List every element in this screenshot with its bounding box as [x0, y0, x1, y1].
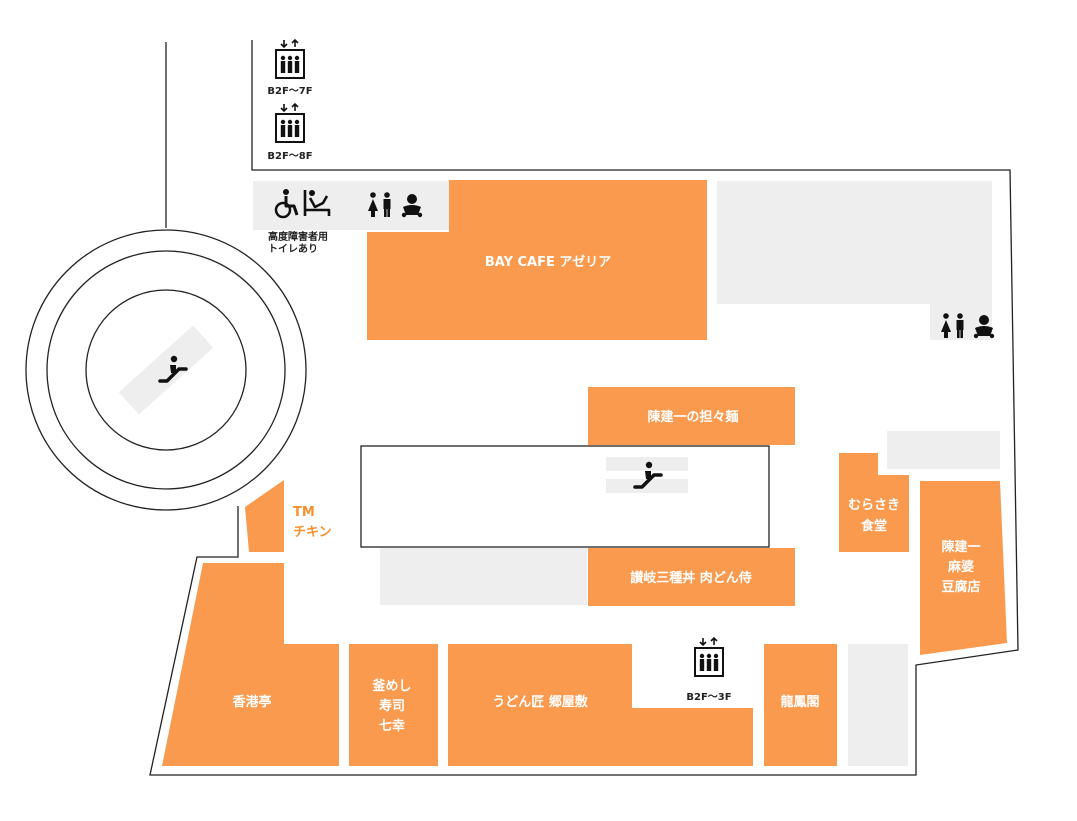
building-outline — [149, 40, 1019, 776]
atrium-outer-ring — [25, 229, 307, 511]
shop-koukoutei[interactable]: 香港亭 — [162, 563, 339, 766]
shop-label: 陳建一 — [941, 539, 980, 555]
central-void — [360, 445, 770, 548]
shop-label: 釜めし — [371, 678, 411, 694]
shop-label: 豆腐店 — [941, 579, 980, 595]
shop-mabo[interactable]: 陳建一 麻婆 豆腐店 — [920, 481, 1007, 655]
shop-label: むらさき — [848, 498, 900, 513]
service-area-center — [380, 548, 587, 605]
shop-murasaki[interactable]: むらさき 食堂 — [839, 453, 909, 552]
shop-label: 麻婆 — [947, 559, 974, 575]
shop-label: 食堂 — [861, 518, 887, 534]
shop-tantanmen[interactable]: 陳建一の担々麺 — [588, 387, 795, 445]
wheelchair-icon — [274, 189, 299, 219]
central-escalator-band-bottom — [606, 479, 688, 493]
shop-label: BAY CAFE アゼリア — [485, 254, 611, 270]
elevator-floors-label: B2F〜7F — [267, 86, 312, 97]
shop-label: 讃岐三種丼 肉どん侍 — [630, 570, 752, 586]
shop-label: 陳建一の担々麺 — [647, 409, 738, 425]
shop-label: 寿司 — [379, 698, 405, 714]
shop-tm-chicken[interactable]: TM チキン — [245, 480, 332, 552]
elevator-floors-label: B2F〜3F — [686, 692, 731, 703]
atrium-escalator-band — [118, 325, 214, 415]
shop-label: 龍鳳閣 — [780, 694, 819, 710]
back-area-east — [717, 181, 992, 304]
atrium-inner-ring — [85, 289, 247, 451]
service-area-southeast — [848, 644, 908, 766]
elevator-floors-label: B2F〜8F — [267, 151, 312, 162]
elevator-icon[interactable] — [694, 637, 724, 677]
shop-ryuhokaku[interactable]: 龍鳳閣 — [764, 644, 837, 766]
ostomate-icon — [303, 190, 331, 216]
service-area-east — [887, 431, 1000, 469]
shop-label: チキン — [293, 525, 332, 540]
shop-label: TM — [293, 505, 315, 520]
restroom-area-west — [253, 181, 449, 230]
shop-bay-cafe[interactable]: BAY CAFE アゼリア — [367, 180, 707, 340]
shop-label: 香港亭 — [231, 694, 271, 710]
shop-kamameshi[interactable]: 釜めし 寿司 七幸 — [349, 644, 438, 766]
accessible-toilet-label: トイレあり — [268, 242, 318, 255]
elevator-icon[interactable] — [275, 39, 305, 79]
atrium-middle-ring — [46, 250, 286, 490]
elevator-icon[interactable] — [275, 103, 305, 143]
shop-label: うどん匠 郷屋敷 — [492, 694, 589, 710]
shop-sanuki[interactable]: 讃岐三種丼 肉どん侍 — [588, 548, 795, 606]
shop-udon[interactable]: うどん匠 郷屋敷 — [448, 644, 753, 766]
shop-label: 七幸 — [379, 718, 405, 734]
accessible-toilet-label: 高度障害者用 — [268, 230, 328, 243]
